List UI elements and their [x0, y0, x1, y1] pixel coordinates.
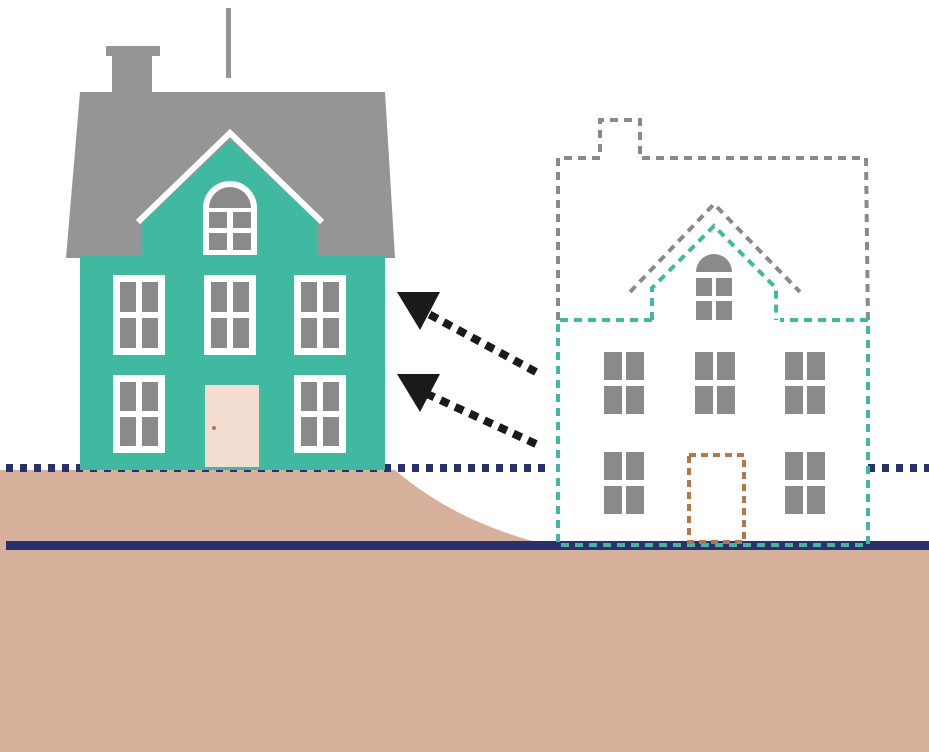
lower-ground — [0, 546, 929, 752]
window — [294, 275, 346, 355]
door — [205, 385, 259, 467]
attic-window — [203, 181, 257, 255]
window — [113, 375, 165, 453]
antenna — [226, 8, 231, 78]
door-knob — [212, 426, 216, 430]
window — [294, 375, 346, 453]
chimney-cap — [106, 46, 160, 56]
window — [204, 275, 256, 355]
window — [113, 275, 165, 355]
